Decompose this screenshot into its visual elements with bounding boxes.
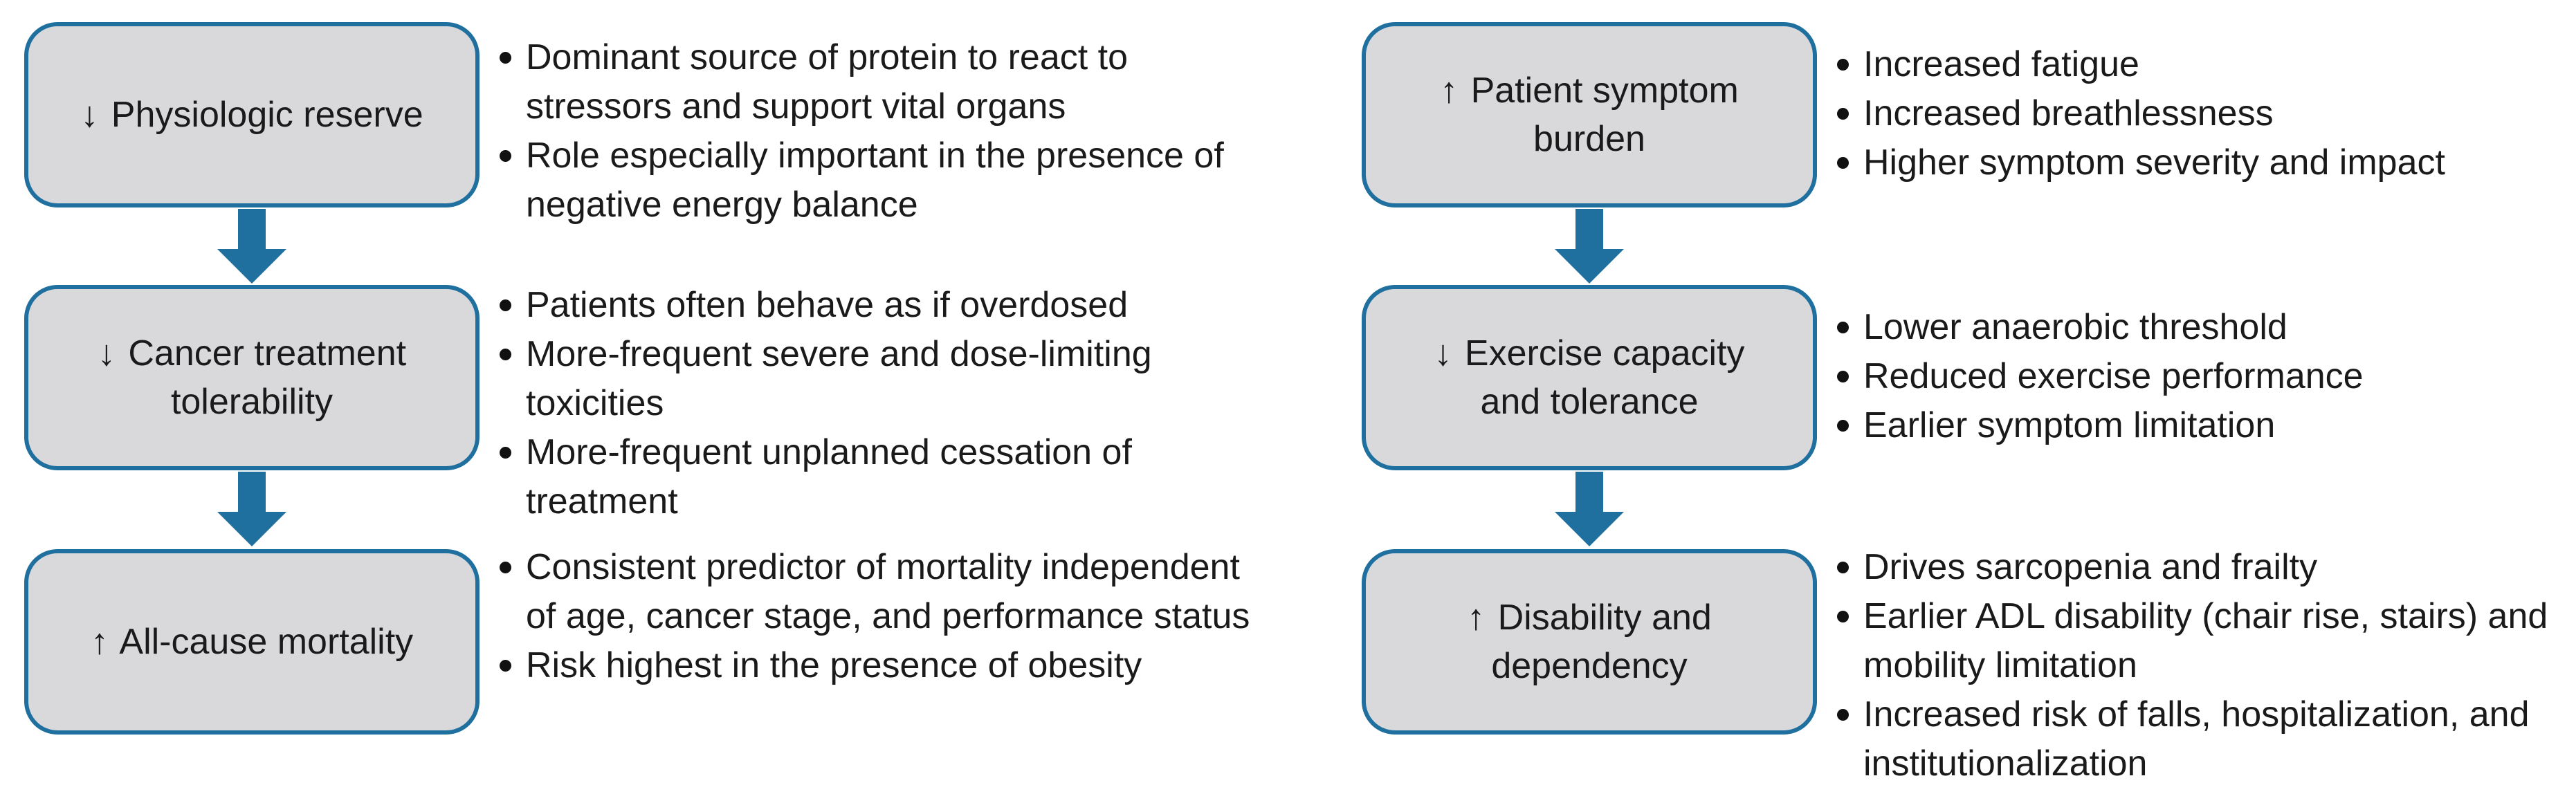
- bullet-list-physiologic-reserve: Dominant source of protein to react to s…: [498, 33, 1266, 230]
- bullet-list-all-cause-mortality: Consistent predictor of mortality indepe…: [498, 543, 1266, 690]
- down-arrow-icon: ↓: [1434, 333, 1452, 373]
- connector-arrow-down-icon: [1555, 209, 1624, 284]
- node-cancer-treatment-tolerability: ↓ Cancer treatment tolerability: [24, 285, 479, 470]
- bullet-item: Lower anaerobic threshold: [1836, 303, 2569, 352]
- connector-arrow-down-icon: [217, 209, 286, 284]
- bullet-item: Increased fatigue: [1836, 40, 2569, 89]
- bullet-item: Dominant source of protein to react to s…: [498, 33, 1266, 131]
- bullet-item: More-frequent severe and dose-limiting t…: [498, 330, 1266, 428]
- connector-arrow-down-icon: [217, 472, 286, 546]
- node-label: Exercise capacity and tolerance: [1464, 333, 1745, 422]
- bullet-item: Drives sarcopenia and frailty: [1836, 543, 2569, 592]
- left-flow: ↓ Physiologic reserve Dominant source of…: [0, 0, 1280, 794]
- bullet-item: More-frequent unplanned cessation of tre…: [498, 428, 1266, 526]
- node-all-cause-mortality: ↑ All-cause mortality: [24, 549, 479, 735]
- down-arrow-icon: ↓: [80, 95, 99, 135]
- bullet-list-patient-symptom-burden: Increased fatigue Increased breathlessne…: [1836, 40, 2569, 187]
- node-patient-symptom-burden: ↑ Patient symptom burden: [1362, 22, 1817, 207]
- node-physiologic-reserve: ↓ Physiologic reserve: [24, 22, 479, 207]
- bullet-list-cancer-treatment-tolerability: Patients often behave as if overdosed Mo…: [498, 281, 1266, 526]
- bullet-item: Increased risk of falls, hospitalization…: [1836, 690, 2569, 788]
- bullet-item: Higher symptom severity and impact: [1836, 138, 2569, 187]
- bullet-list-exercise-capacity: Lower anaerobic threshold Reduced exerci…: [1836, 303, 2569, 450]
- bullet-list-disability-and-dependency: Drives sarcopenia and frailty Earlier AD…: [1836, 543, 2569, 788]
- node-label: Cancer treatment tolerability: [128, 333, 407, 422]
- up-arrow-icon: ↑: [1467, 598, 1486, 638]
- right-flow: ↑ Patient symptom burden Increased fatig…: [1335, 0, 2576, 794]
- bullet-item: Earlier symptom limitation: [1836, 401, 2569, 450]
- node-label: Physiologic reserve: [111, 95, 423, 135]
- bullet-item: Earlier ADL disability (chair rise, stai…: [1836, 592, 2569, 690]
- bullet-item: Reduced exercise performance: [1836, 352, 2569, 401]
- up-arrow-icon: ↑: [1440, 71, 1459, 111]
- up-arrow-icon: ↑: [90, 622, 109, 662]
- node-exercise-capacity-and-tolerance: ↓ Exercise capacity and tolerance: [1362, 285, 1817, 470]
- bullet-item: Role especially important in the presenc…: [498, 131, 1266, 230]
- node-label: All-cause mortality: [119, 622, 414, 662]
- down-arrow-icon: ↓: [97, 333, 116, 373]
- bullet-item: Consistent predictor of mortality indepe…: [498, 543, 1266, 641]
- node-label: Disability and dependency: [1491, 598, 1712, 686]
- node-disability-and-dependency: ↑ Disability and dependency: [1362, 549, 1817, 735]
- bullet-item: Patients often behave as if overdosed: [498, 281, 1266, 330]
- node-label: Patient symptom burden: [1470, 71, 1739, 159]
- bullet-item: Increased breathlessness: [1836, 89, 2569, 138]
- bullet-item: Risk highest in the presence of obesity: [498, 641, 1266, 690]
- connector-arrow-down-icon: [1555, 472, 1624, 546]
